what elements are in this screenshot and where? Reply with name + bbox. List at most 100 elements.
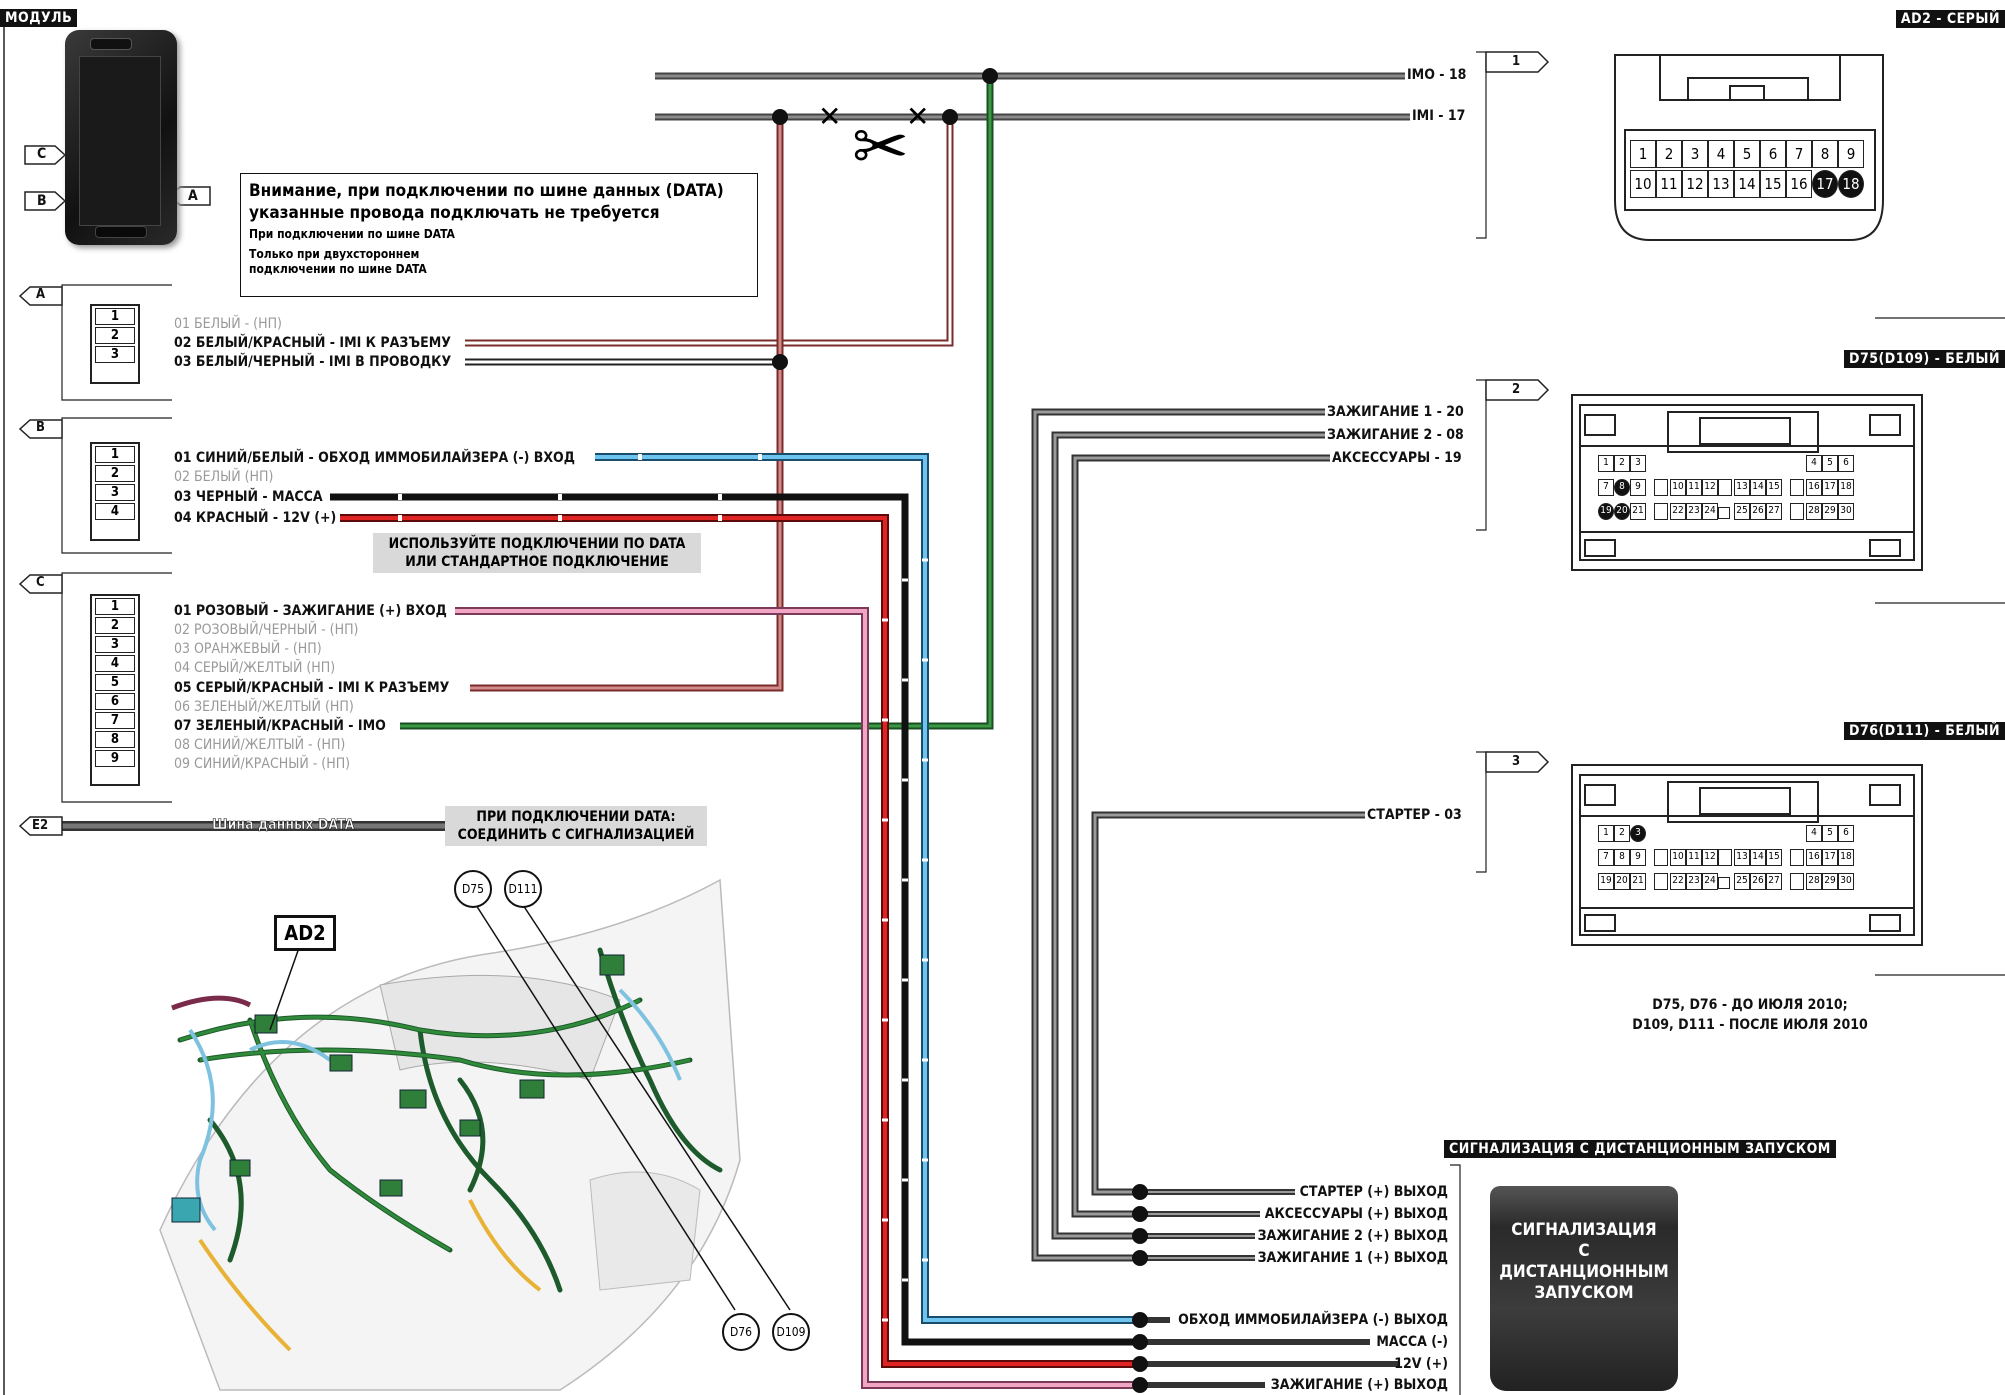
connector-pin: 4 [1806,455,1822,472]
plug-c-pin: 7 [95,712,135,729]
module-side-a: A [188,188,198,204]
svg-text:✕: ✕ [906,100,929,133]
ad2-pin: 9 [1838,140,1864,168]
note-line: ИЛИ СТАНДАРТНОЕ ПОДКЛЮЧЕНИЕ [405,554,669,570]
plug-b-pin: 3 [95,484,135,501]
pin-separator [1718,479,1732,496]
ad2-signal-imi: IMI - 17 [1412,108,1466,124]
plug-c-wire-2: 02 РОЗОВЫЙ/ЧЕРНЫЙ - (НП) [174,622,359,638]
connector-pin: 11 [1686,849,1702,866]
ad2-pin: 6 [1760,140,1786,168]
connector-pin: 8 [1614,479,1630,496]
connector-pin: 26 [1750,873,1766,890]
pin-separator [1654,849,1668,866]
warning-title-1: Внимание, при подключении по шине данных… [249,181,724,201]
ad2-pin: 11 [1656,170,1682,198]
connector-pin: 5 [1822,825,1838,842]
plug-b-wire-1: 01 СИНИЙ/БЕЛЫЙ - ОБХОД ИММОБИЛАЙЗЕРА (-)… [174,450,575,466]
ad2-bracket [1476,51,1487,239]
d109-location-label: D109 [772,1313,810,1351]
connector-3-number: 3 [1512,754,1521,769]
connector-pin: 16 [1806,849,1822,866]
plug-c-pin: 9 [95,750,135,767]
connector-pin: 20 [1614,873,1630,890]
plug-c: 1 2 3 4 5 6 7 8 9 [90,594,140,786]
connector-pin: 25 [1734,503,1750,520]
pin-separator [1790,849,1804,866]
connector-pin: 26 [1750,503,1766,520]
connector-pin: 18 [1838,479,1854,496]
plug-c-wire-8: 08 СИНИЙ/ЖЕЛТЫЙ - (НП) [174,737,346,753]
plug-c-pin: 3 [95,636,135,653]
connector-pin: 13 [1734,479,1750,496]
d75-signal-ign1: ЗАЖИГАНИЕ 1 - 20 [1327,404,1464,420]
d75-title: D75(D109) - БЕЛЫЙ [1844,350,2005,368]
connector-pin: 28 [1806,873,1822,890]
alarm-output-acc: АКСЕССУАРЫ (+) ВЫХОД [1264,1206,1448,1222]
date-note-line: D109, D111 - ПОСЛЕ ИЮЛЯ 2010 [1632,1017,1868,1033]
plug-a-bracket [61,284,172,401]
ad2-pin: 2 [1656,140,1682,168]
connector-pin: 27 [1766,503,1782,520]
plug-b-wire-4: 04 КРАСНЫЙ - 12V (+) [174,510,337,526]
alarm-output-ignition: ЗАЖИГАНИЕ (+) ВЫХОД [1270,1377,1448,1393]
plug-c-wire-9: 09 СИНИЙ/КРАСНЫЙ - (НП) [174,756,351,772]
connector-pin: 21 [1630,503,1646,520]
ad2-signal-imo: IMO - 18 [1407,67,1467,83]
ad2-title: AD2 - СЕРЫЙ [1895,10,2005,28]
alarm-output-12v: 12V (+) [1394,1356,1448,1372]
connector-pin: 28 [1806,503,1822,520]
alarm-output-starter: СТАРТЕР (+) ВЫХОД [1299,1184,1448,1200]
d76-bracket [1476,751,1487,873]
plug-c-pin: 2 [95,617,135,634]
pin-separator [1790,479,1804,496]
plug-c-wire-3: 03 ОРАНЖЕВЫЙ - (НП) [174,641,322,657]
plug-a-wire-2: 02 БЕЛЫЙ/КРАСНЫЙ - IMI К РАЗЪЕМУ [174,335,451,351]
connector-pin: 2 [1614,455,1630,472]
plug-b-bracket [61,417,172,554]
connector-pin: 16 [1806,479,1822,496]
plug-b-wire-3: 03 ЧЕРНЫЙ - МАССА [174,489,323,505]
connector-pin: 19 [1598,873,1614,890]
connector-pin: 17 [1822,849,1838,866]
connector-pin: 9 [1630,849,1646,866]
d75-signal-ign2: ЗАЖИГАНИЕ 2 - 08 [1327,427,1464,443]
d76-title: D76(D111) - БЕЛЫЙ [1844,722,2005,740]
plug-a-pin: 1 [95,308,135,325]
connector-pin: 24 [1702,503,1718,520]
connector-pin: 15 [1766,849,1782,866]
alarm-unit-line: ЗАПУСКОМ [1534,1283,1634,1303]
ad2-pin: 3 [1682,140,1708,168]
module-header: МОДУЛЬ [0,9,78,27]
connector-pin: 7 [1598,849,1614,866]
legend-data: При подключении по шине DATA [249,227,455,241]
connector-pin: 24 [1702,873,1718,890]
alarm-unit-line: С [1578,1241,1590,1261]
ad2-pin: 5 [1734,140,1760,168]
connector-pin: 6 [1838,825,1854,842]
connector-pin: 19 [1598,503,1614,520]
connector-pin: 9 [1630,479,1646,496]
alarm-output-ground: МАССА (-) [1376,1334,1448,1350]
ad2-pin: 1 [1630,140,1656,168]
plug-a-wire-1: 01 БЕЛЫЙ - (НП) [174,316,282,332]
connector-pin: 3 [1630,455,1646,472]
connector-pin: 10 [1670,479,1686,496]
connector-pin: 12 [1702,479,1718,496]
data-or-standard-note: ИСПОЛЬЗУЙТЕ ПОДКЛЮЧЕНИИ ПО DATA ИЛИ СТАН… [373,533,701,573]
pin-separator [1718,849,1732,866]
module-side-c: C [37,146,47,162]
data-bus-warning: Внимание, при подключении по шине данных… [240,173,758,297]
plug-c-bracket [61,572,172,803]
ad2-pin: 4 [1708,140,1734,168]
plug-c-pin: 8 [95,731,135,748]
alarm-unit-line: СИГНАЛИЗАЦИЯ [1511,1220,1657,1240]
connector-pin: 17 [1822,479,1838,496]
plug-b: 1 2 3 4 [90,442,140,541]
connector-pin: 14 [1750,849,1766,866]
plug-c-pin: 1 [95,598,135,615]
ad2-pin: 8 [1812,140,1838,168]
connector-pin: 13 [1734,849,1750,866]
plug-a-pin: 2 [95,327,135,344]
